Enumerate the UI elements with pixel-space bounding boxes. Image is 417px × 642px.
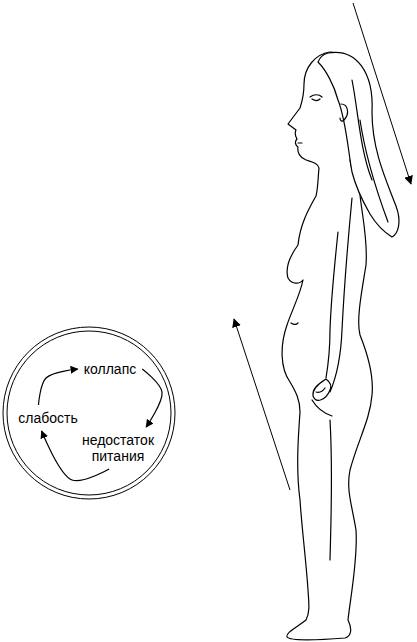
cycle-label: недостаток питания	[74, 431, 162, 465]
node-text: слабость	[18, 410, 77, 426]
force-arrow	[234, 319, 290, 490]
cycle-ring	[3, 327, 175, 499]
node-text: недостаток питания	[76, 432, 160, 464]
cycle-label: коллапс	[82, 360, 138, 378]
woman-figure	[282, 52, 399, 640]
node-text: коллапс	[84, 361, 136, 377]
cycle-arrow	[38, 369, 77, 405]
cycle-arrow	[142, 369, 162, 427]
cycle-label: слабость	[16, 409, 79, 427]
cycle-ring-inner	[7, 331, 171, 495]
